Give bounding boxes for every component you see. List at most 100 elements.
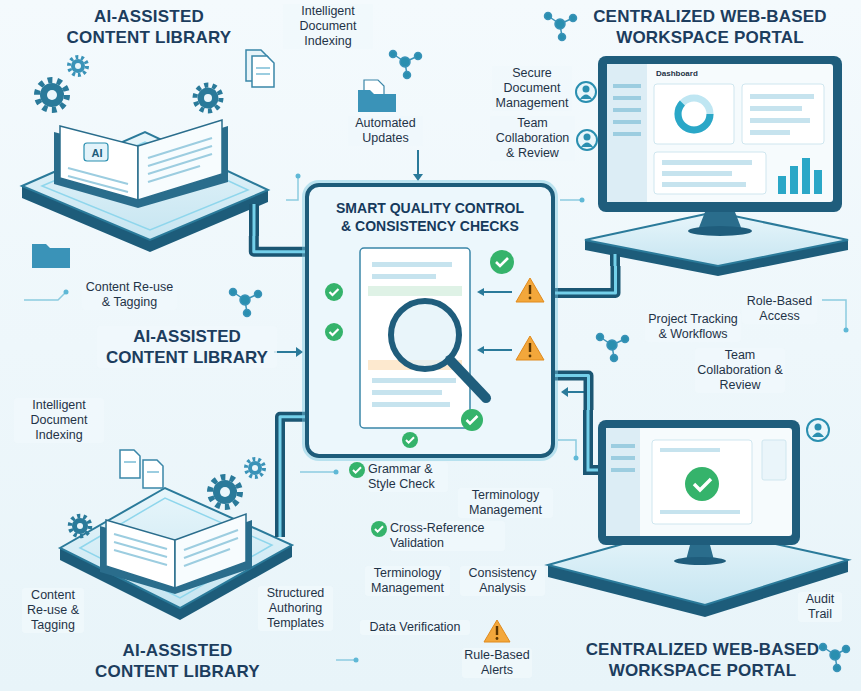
monitor-icon bbox=[660, 448, 720, 452]
callout-label: Automated Updates bbox=[348, 116, 423, 146]
callout-label: Terminology Management bbox=[365, 566, 450, 596]
connector-stub bbox=[610, 254, 620, 266]
alert-icon bbox=[529, 343, 531, 352]
section-heading: CENTRALIZED WEB-BASED WORKSPACE PORTAL bbox=[579, 6, 841, 48]
monitor-icon bbox=[678, 98, 710, 130]
platform-node: AI-ASSISTED CONTENT LIBRARY bbox=[60, 448, 295, 686]
monitor-icon bbox=[607, 64, 833, 202]
network-icon bbox=[559, 34, 566, 41]
user-avatar bbox=[580, 95, 592, 100]
leader-arrow bbox=[413, 174, 423, 181]
monitor-icon bbox=[611, 456, 635, 460]
section-heading: AI-ASSISTED CONTENT LIBRARY bbox=[88, 640, 268, 682]
network-icon bbox=[820, 644, 827, 651]
monitor-icon bbox=[790, 166, 798, 194]
monitor-icon bbox=[662, 160, 752, 165]
book-icon bbox=[68, 168, 128, 184]
network-icon bbox=[611, 355, 618, 362]
check-icon bbox=[371, 521, 387, 537]
network-icon bbox=[597, 334, 604, 341]
platform bbox=[80, 498, 272, 598]
book-icon bbox=[84, 143, 108, 161]
network-icon bbox=[240, 295, 250, 305]
connector-band bbox=[555, 376, 589, 411]
leader-arrow bbox=[482, 291, 512, 293]
network-icon bbox=[834, 665, 841, 672]
document-icon bbox=[147, 471, 159, 473]
book-icon bbox=[138, 120, 222, 200]
gear-icon bbox=[204, 94, 212, 102]
monitor-icon bbox=[750, 118, 810, 123]
connector-band bbox=[254, 236, 305, 252]
network-icon bbox=[390, 51, 397, 58]
callout-label: Team Collaboration & Review bbox=[490, 116, 575, 161]
connector-band bbox=[555, 376, 589, 411]
circuit-dot bbox=[574, 456, 579, 461]
document-icon bbox=[120, 450, 140, 478]
circuit-trace bbox=[560, 199, 582, 201]
leader-arrow bbox=[482, 349, 512, 351]
callout-label: Audit Trail bbox=[798, 592, 842, 622]
monitor-icon bbox=[662, 171, 732, 176]
gear-icon bbox=[248, 461, 262, 475]
callout-label: Rule-Based Alerts bbox=[462, 648, 532, 678]
leader-arrow bbox=[296, 347, 303, 357]
gear-icon bbox=[75, 63, 81, 69]
circuit-trace bbox=[558, 440, 576, 458]
leader-arrow bbox=[566, 391, 585, 393]
network-icon bbox=[545, 13, 552, 20]
network-icon bbox=[230, 289, 237, 296]
check-icon bbox=[490, 250, 514, 274]
connector-stub bbox=[588, 410, 598, 470]
connector-stub bbox=[253, 204, 256, 236]
callout-label: Content Re-use & Tagging bbox=[82, 280, 177, 310]
gear-icon bbox=[210, 477, 240, 507]
gear-icon bbox=[70, 516, 90, 536]
book-icon bbox=[148, 154, 212, 174]
connector-band bbox=[555, 266, 616, 293]
user-avatar bbox=[583, 86, 590, 93]
connector-band bbox=[555, 266, 616, 293]
user-avatar bbox=[576, 82, 596, 102]
monitor-icon bbox=[688, 226, 752, 236]
process-box: SMART QUALITY CONTROL & CONSISTENCY CHEC… bbox=[305, 183, 555, 458]
gear-icon bbox=[71, 59, 85, 73]
monitor-icon bbox=[778, 158, 822, 194]
monitor-icon bbox=[598, 56, 842, 212]
callout-label: Secure Document Management bbox=[492, 66, 572, 111]
network-icon bbox=[404, 72, 411, 79]
monitor-icon bbox=[660, 510, 740, 514]
folder-icon bbox=[358, 90, 396, 112]
check-icon bbox=[330, 289, 339, 295]
monitor-icon bbox=[662, 160, 752, 187]
document-icon bbox=[256, 73, 270, 75]
quality-panel bbox=[360, 248, 470, 428]
network-icon bbox=[255, 291, 262, 298]
connector-band bbox=[254, 236, 305, 252]
callout-label: Structured Authoring Templates bbox=[258, 586, 333, 631]
callout-label: Terminology Management bbox=[458, 488, 553, 518]
callout-label: Grammar & Style Check bbox=[368, 462, 448, 492]
leader-arrow bbox=[561, 387, 568, 397]
check-icon bbox=[330, 329, 339, 335]
user-avatar bbox=[812, 433, 824, 438]
monitor-icon bbox=[750, 94, 814, 99]
gear-icon bbox=[246, 459, 264, 477]
platform bbox=[585, 212, 848, 266]
circuit-dot bbox=[64, 174, 849, 663]
quality-panel bbox=[307, 185, 553, 456]
gear-icon bbox=[195, 85, 221, 111]
platform-node: AI-ASSISTED CONTENT LIBRARY bbox=[18, 4, 280, 236]
callout-label: Dashboard bbox=[656, 69, 706, 79]
monitor-icon bbox=[750, 106, 802, 111]
quality-panel bbox=[368, 286, 462, 296]
gear-icon bbox=[40, 83, 64, 107]
user-avatar bbox=[815, 424, 822, 431]
monitor-icon bbox=[606, 428, 792, 536]
book-icon bbox=[68, 138, 212, 192]
monitor-icon bbox=[802, 158, 810, 194]
folder-icon bbox=[32, 244, 70, 268]
connector-band bbox=[254, 236, 305, 252]
monitor-icon bbox=[685, 467, 719, 501]
monitor-icon bbox=[598, 56, 842, 236]
